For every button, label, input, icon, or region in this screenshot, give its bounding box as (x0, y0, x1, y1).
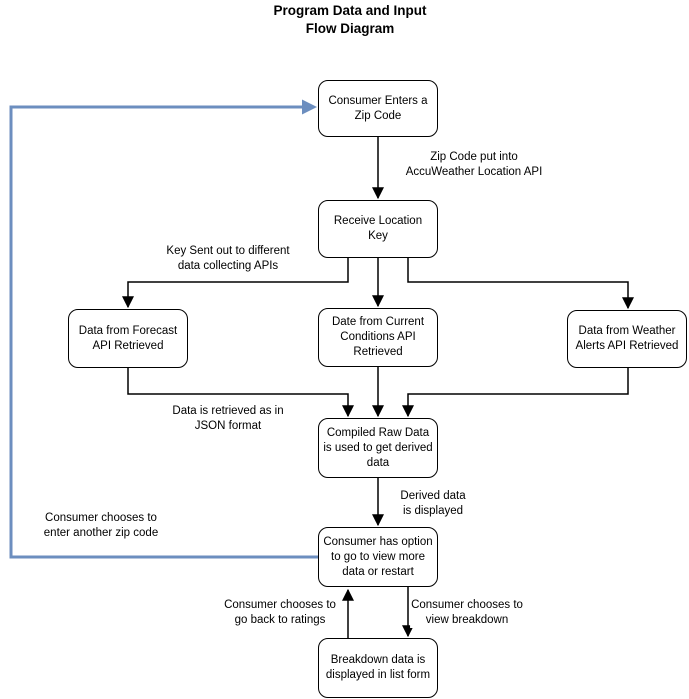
diagram-title: Program Data and Input Flow Diagram (273, 3, 427, 36)
node-receive-location-key: Receive Location Key (318, 200, 438, 258)
edge-label-derived-displayed: Derived data is displayed (399, 489, 467, 519)
edge-label-key-sent: Key Sent out to different data collectin… (165, 244, 291, 274)
edge-alerts-to-compiled (402, 368, 629, 418)
edge-label-location-api: Zip Code put into AccuWeather Location A… (404, 150, 544, 180)
edge-label-json-format: Data is retrieved as in JSON format (171, 404, 285, 434)
node-current-conditions-api: Date from Current Conditions API Retriev… (318, 308, 438, 367)
edge-label-another-zip: Consumer chooses to enter another zip co… (42, 511, 160, 541)
edge-receivekey-to-alerts (407, 258, 634, 310)
node-forecast-api: Data from Forecast API Retrieved (68, 309, 188, 368)
edge-label-view-breakdown: Consumer chooses to view breakdown (410, 598, 524, 628)
node-view-more-or-restart: Consumer has option to go to view more d… (318, 527, 438, 587)
node-breakdown-list: Breakdown data is displayed in list form (318, 638, 438, 698)
node-weather-alerts-api: Data from Weather Alerts API Retrieved (567, 310, 687, 368)
edge-receivekey-to-forecast (122, 258, 349, 309)
edge-restart-loop (9, 99, 318, 559)
edge-forecast-to-compiled (127, 368, 354, 418)
node-consumer-enters-zip: Consumer Enters a Zip Code (318, 80, 438, 137)
edge-label-back-to-ratings: Consumer chooses to go back to ratings (223, 598, 337, 628)
node-compiled-raw-data: Compiled Raw Data is used to get derived… (318, 418, 438, 478)
